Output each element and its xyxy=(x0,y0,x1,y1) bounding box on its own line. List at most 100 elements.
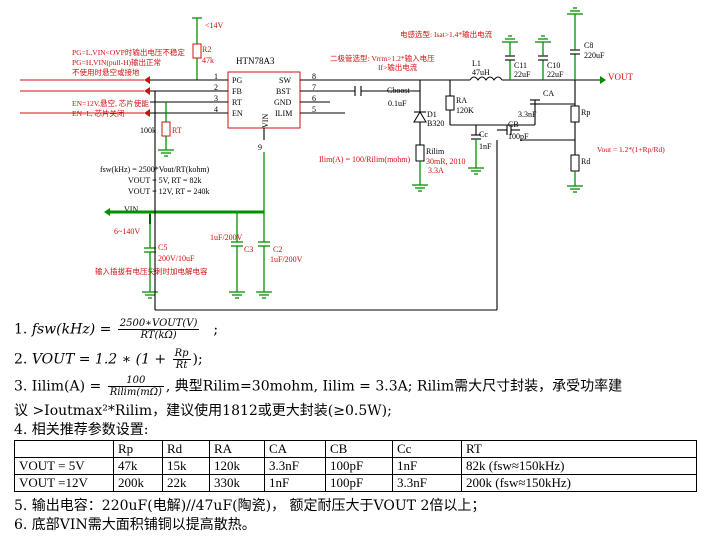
c11-value: 22uF xyxy=(514,70,531,79)
rilim-resistor xyxy=(415,144,425,162)
ra-ref: RA xyxy=(456,96,467,105)
cb-ref: CB xyxy=(508,120,519,129)
pin-9-num: 9 xyxy=(258,143,262,152)
pin-8-num: 8 xyxy=(312,72,316,81)
rilim-ref: Rilim xyxy=(426,147,445,156)
table-cell: VOUT = 5V xyxy=(14,457,114,475)
note-1-numerator: 2500∗VOUT(V) xyxy=(117,318,200,330)
table-header-cell: Cc xyxy=(392,440,462,458)
note-5: 5. 输出电容：220uF(电解)//47uF(陶瓷)， 额定耐压大于VOUT … xyxy=(14,498,486,514)
ilim-value: 3.3A xyxy=(428,166,444,175)
pin-en-label: EN xyxy=(232,109,243,118)
rd-ref: Rd xyxy=(581,157,590,166)
vin-label: VIN xyxy=(124,205,138,214)
table-cell: 3.3nF xyxy=(264,457,326,475)
note-1-prefix: 1. xyxy=(14,321,32,338)
d1-ref: D1 xyxy=(427,110,437,119)
table-cell: 100pF xyxy=(325,474,393,492)
rd-resistor xyxy=(570,154,580,172)
cc-value: 1nF xyxy=(479,142,492,151)
cboot-value: 0.1uF xyxy=(388,99,407,108)
r2-value: 47k xyxy=(202,56,214,65)
note-3-text: , 典型Rilim=30mohm, Iilim = 3.3A; Rilim需大尺… xyxy=(165,378,623,395)
table-cell: 82k (fsw≈150kHz) xyxy=(461,457,697,475)
d1-value: B320 xyxy=(427,119,444,128)
note-1: 1. fsw(kHz) = 2500∗VOUT(V)RT(kΩ); xyxy=(14,318,218,341)
rilim-value: 30mR, 2010 xyxy=(426,157,466,166)
table-cell: 100pF xyxy=(325,457,393,475)
c5-value: 200V/10uF xyxy=(158,254,195,263)
note-1-fraction: 2500∗VOUT(V)RT(kΩ) xyxy=(117,318,200,341)
diode-note-line-1: 二极管选型: Vrrm>1.2*输入电压 xyxy=(330,53,435,63)
pg-port-arrow xyxy=(144,76,150,84)
pin-5-num: 5 xyxy=(312,105,316,114)
table-cell: 1nF xyxy=(392,457,462,475)
note-4: 4. 相关推荐参数设置: xyxy=(14,422,149,438)
table-cell: 47k xyxy=(113,457,163,475)
ca-value: 3.3nF xyxy=(518,110,537,119)
ca-ref: CA xyxy=(543,89,554,98)
pin-rt-label: RT xyxy=(232,98,242,107)
fsw-5v-note: VOUT = 5V, RT = 82k xyxy=(128,176,201,185)
ic-name: HTN78A3 xyxy=(236,56,275,66)
note-2-denominator: Rt xyxy=(175,360,188,371)
l1-ref: L1 xyxy=(472,59,481,68)
pg-note-line-2: PG=H,VIN(pull-H)输出正常 xyxy=(72,57,161,67)
l1-inductor xyxy=(469,76,503,81)
table-header-cell xyxy=(14,440,114,458)
r2-ref: R2 xyxy=(202,45,211,54)
schematic: <14V R2 47k HTN78A3 PG FB RT EN SW BST G… xyxy=(20,7,665,311)
table-cell: 200k xyxy=(113,474,163,492)
pin-1-num: 1 xyxy=(214,72,218,81)
supply-14v-label: <14V xyxy=(205,21,224,30)
pg-note-line-1: PG=L,VIN<OVP时输出电压不稳定 xyxy=(72,47,185,57)
table-header-cell: RA xyxy=(209,440,265,458)
en-note-line-2: EN=L, 芯片关闭 xyxy=(72,108,125,118)
table-cell: VOUT =12V xyxy=(14,474,114,492)
c3-ref: C3 xyxy=(244,245,253,254)
pin-3-num: 3 xyxy=(214,94,218,103)
note-2-lhs: VOUT = 1.2 ∗ (1 + xyxy=(31,351,171,368)
c10-value: 22uF xyxy=(547,70,564,79)
r2-resistor xyxy=(192,43,202,59)
table-cell: 200k (fsw≈150kHz) xyxy=(461,474,697,492)
table-header-cell: RT xyxy=(461,440,697,458)
table-cell: 120k xyxy=(209,457,265,475)
pin-pg-label: PG xyxy=(232,76,242,85)
pin-fb-label: FB xyxy=(232,87,242,96)
table-header-cell: CA xyxy=(264,440,326,458)
note-1-lhs: fsw(kHz) = xyxy=(31,321,116,338)
c8-value: 220uF xyxy=(584,51,605,60)
table-cell: 1nF xyxy=(264,474,326,492)
pin-6-num: 6 xyxy=(312,94,316,103)
table-header-cell: Rd xyxy=(162,440,210,458)
table-header-row: Rp Rd RA CA CB Cc RT xyxy=(14,440,697,458)
note-2-prefix: 2. xyxy=(14,351,32,368)
vout-port-arrow xyxy=(600,76,606,84)
vout-label: VOUT xyxy=(608,72,633,82)
pin-2-num: 2 xyxy=(214,83,218,92)
c2-value: 1uF/200V xyxy=(270,255,303,264)
cb-value: 100pF xyxy=(508,132,529,141)
pin-bst-label: BST xyxy=(276,87,291,96)
note-2-numerator: Rp xyxy=(172,348,191,360)
table-cell: 3.3nF xyxy=(392,474,462,492)
d1-diode xyxy=(413,111,427,123)
note-3-prefix: 3. Iilim(A) = xyxy=(14,378,106,395)
c2-ref: C2 xyxy=(273,245,282,254)
diode-note-line-2: If>输出电流 xyxy=(378,62,418,72)
note-1-denominator: RT(kΩ) xyxy=(140,330,177,341)
pin-7-num: 7 xyxy=(312,83,316,92)
fsw-12v-note: VOUT = 12V, RT = 240k xyxy=(128,187,209,196)
c8-ref: C8 xyxy=(584,41,593,50)
rp-resistor xyxy=(570,105,580,123)
c3-value: 1uF/200V xyxy=(210,233,243,242)
en-port-arrow xyxy=(144,109,150,117)
pg-note-line-3: 不使用时悬空或接地 xyxy=(72,67,140,77)
l1-value: 47uH xyxy=(472,68,490,77)
cc-ref: Cc xyxy=(479,130,488,139)
c11-ref: C11 xyxy=(514,61,527,70)
rt-ref: RT xyxy=(172,126,182,135)
